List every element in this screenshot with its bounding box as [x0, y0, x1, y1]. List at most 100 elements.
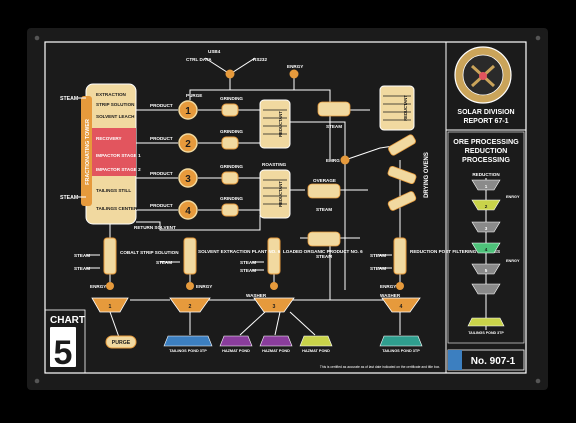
pond-2 [219, 335, 253, 347]
steam-label-j: STEAM [240, 268, 256, 273]
energy-node-icon [106, 282, 114, 290]
reductant-label-3: REDUCTANT [403, 95, 408, 121]
energy-label-b: ENRGY [196, 284, 212, 289]
energy-label-c: ENRGY [380, 284, 396, 289]
process-title-1: ORE PROCESSING [453, 137, 519, 146]
pond-1 [163, 335, 213, 347]
side-step-number: 2 [485, 204, 488, 209]
reactor-coils [263, 95, 411, 205]
emrg-label: EMRG [326, 158, 340, 163]
energy-node-icon [186, 282, 194, 290]
pond-5 [379, 335, 423, 347]
purge-label: PURGE [112, 340, 131, 346]
loaded-label: LOADED ORGANIC PRODUCT NO. 6 [283, 249, 363, 254]
emrg-node-icon [340, 155, 350, 165]
purge-small-label: PURGE [186, 93, 202, 98]
exchanger-icon [317, 101, 351, 117]
side-step-2 [471, 199, 501, 211]
control-node-icon [225, 69, 235, 79]
product-label-4: PRODUCT [150, 203, 173, 208]
settler-3 [253, 297, 295, 313]
side-step-number: 1 [485, 184, 488, 189]
certification-note: This is certified as accurate as of last… [320, 365, 440, 369]
column-cobalt [103, 237, 117, 275]
overage-label: OVERAGE [313, 178, 336, 183]
barcode-tag [448, 350, 462, 370]
steam-label-k: STEAM [370, 253, 386, 258]
energy-label-a: ENRGY [90, 284, 106, 289]
side-reduction-label: REDUCTION [472, 172, 500, 177]
heat-exchangers [307, 101, 351, 247]
mixer-number: 3 [185, 174, 191, 185]
energy-top-label: ENRGY [287, 64, 303, 69]
side-step-5 [471, 263, 501, 275]
side-flow-steps [467, 179, 505, 327]
return-solvent-label: RETURN SOLVENT [134, 225, 176, 230]
side-energy-label: ENRGY [506, 195, 520, 199]
reductant-label-1: REDUCTANT [278, 111, 283, 137]
extraction-columns [103, 237, 407, 275]
steam-label-h: STEAM [156, 260, 172, 265]
reductant-label-2: REDUCTANT [278, 181, 283, 207]
settler-number: 1 [109, 304, 112, 310]
grinding-label-4: GRINDING [220, 196, 243, 201]
steam-label-c: STEAM [326, 124, 342, 129]
settler-1 [91, 297, 129, 313]
washer-label-b: WASHER [380, 293, 401, 298]
main-frame [44, 41, 527, 374]
steam-label-i: STEAM [240, 260, 256, 265]
side-step-4 [471, 242, 501, 254]
reactors: REDUCTANT REDUCTANT REDUCTANT [259, 85, 415, 219]
settler-number: 4 [400, 304, 403, 310]
energy-node-icon [289, 69, 299, 79]
screw-icon [34, 378, 40, 384]
doc-number: No. 907-1 [471, 356, 516, 367]
corner-screws [34, 35, 541, 384]
division-seal [454, 46, 512, 104]
side-energy-label: ENRGY [506, 259, 520, 263]
ponds [163, 335, 423, 347]
tower-stage-4: RECOVERY [96, 136, 122, 141]
side-step-number: 3 [485, 226, 488, 231]
steam-label-a: STEAM [60, 96, 78, 102]
pond-label-3: HAZMAT POND [262, 349, 290, 353]
side-step-number: 4 [485, 247, 488, 252]
side-step-3 [471, 221, 501, 233]
drying-ovens-label: DRYING OVENS [424, 152, 430, 198]
tower-stage-6: IMPACTOR STAGE 2 [96, 167, 141, 172]
ctrl-label: CTRL DATA [186, 57, 212, 62]
roasting-label: ROASTING [262, 162, 287, 167]
side-step-number: 5 [485, 268, 488, 273]
mixer-3 [178, 168, 198, 188]
chart-label: CHART [50, 315, 85, 326]
tower-label: FRACTIONATING TOWER [85, 119, 91, 185]
chart-number: 5 [54, 334, 73, 372]
screw-icon [535, 378, 541, 384]
side-pond-label: TAILINGS POND 3TP [468, 331, 504, 335]
seal-gem [479, 72, 487, 80]
mixer-number: 1 [185, 106, 191, 117]
side-step-1 [471, 179, 501, 191]
settler-number: 3 [273, 304, 276, 310]
grinding-label-2: GRINDING [220, 129, 243, 134]
fractionating-tower: FRACTIONATING TOWER EXTRACTION STRIP SOL… [81, 83, 141, 225]
tower-stage-1: EXTRACTION [96, 92, 127, 97]
exchanger-icon [307, 231, 341, 247]
chart-box [44, 309, 86, 374]
pond-label-1: TAILINGS POND 3TP [169, 349, 207, 353]
grinder-icon [221, 203, 239, 217]
mixer-4 [178, 200, 198, 220]
energy-node-icon [270, 282, 278, 290]
reactor-lower [259, 169, 291, 219]
mixer-2 [178, 133, 198, 153]
side-pond [467, 317, 505, 327]
tower-spine [81, 96, 92, 206]
washer-label-a: WASHER [246, 293, 267, 298]
column-reduction [393, 237, 407, 275]
settler-number: 2 [189, 304, 192, 310]
mixer-number: 4 [185, 206, 191, 217]
mixer-1 [178, 100, 198, 120]
grinding-label-1: GRINDING [220, 96, 243, 101]
product-label-3: PRODUCT [150, 171, 173, 176]
